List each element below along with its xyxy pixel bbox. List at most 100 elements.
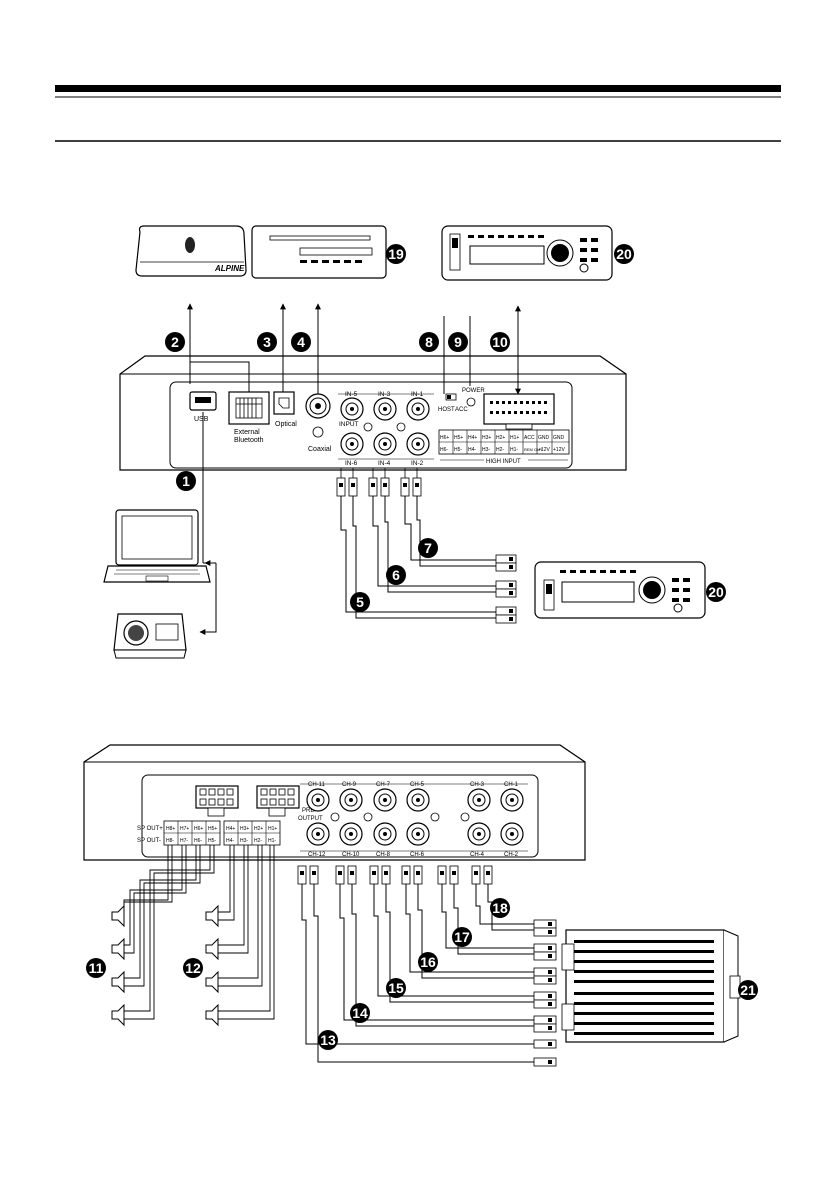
harness-connector[interactable]	[483, 393, 555, 430]
svg-text:6: 6	[392, 567, 400, 583]
rca-jack[interactable]	[500, 822, 524, 846]
ch-label: CH-6	[410, 852, 425, 858]
callout-17: 17	[452, 927, 472, 947]
ground-screw-icon	[430, 812, 440, 822]
sp-label: H4-	[226, 838, 234, 844]
rca-jack[interactable]	[373, 432, 397, 456]
ch-label: CH-8	[376, 852, 391, 858]
callout-11: 11	[86, 958, 106, 978]
svg-text:21: 21	[740, 982, 756, 998]
rca-jack[interactable]	[339, 822, 363, 846]
high-label: +12V	[553, 447, 565, 453]
pre-output-label-line2: OUTPUT	[298, 816, 323, 822]
high-label: H3-	[482, 447, 490, 453]
bluetooth-label-line2: Bluetooth	[234, 437, 264, 444]
ch-label: CH-5	[410, 782, 425, 788]
coaxial-port[interactable]: Coaxial	[305, 393, 332, 453]
sp-label: H8+	[166, 826, 175, 832]
rca-jack[interactable]	[467, 788, 491, 812]
ch-label: CH-3	[470, 782, 485, 788]
callout-3: 3	[257, 332, 277, 352]
svg-text:15: 15	[388, 980, 404, 996]
rca-jack[interactable]	[500, 788, 524, 812]
bluetooth-label-line1: External	[234, 429, 260, 436]
pre-output-label-line1: PRE	[302, 808, 314, 814]
callout-21: 21	[738, 980, 758, 1000]
rca-jack[interactable]	[306, 788, 330, 812]
ch-label: CH-4	[470, 852, 485, 858]
host-acc-switch[interactable]: HOST ACC	[438, 393, 468, 413]
svg-text:20: 20	[708, 584, 724, 600]
svg-text:5: 5	[356, 594, 364, 610]
high-label: H1+	[510, 435, 519, 441]
sp-label: H3-	[240, 838, 248, 844]
coaxial-label: Coaxial	[308, 446, 332, 453]
callout-20b: 20	[706, 582, 726, 602]
rca-jack[interactable]	[373, 822, 397, 846]
optical-port[interactable]: Optical	[273, 391, 297, 428]
speaker-output-connector-left[interactable]	[195, 785, 239, 817]
rca-label-in4: IN-4	[378, 460, 391, 467]
ground-screw-icon	[363, 812, 373, 822]
svg-text:7: 7	[424, 540, 432, 556]
svg-text:8: 8	[425, 334, 433, 350]
callout-5: 5	[350, 592, 370, 612]
svg-text:2: 2	[171, 334, 179, 350]
rca-jack[interactable]	[373, 397, 397, 421]
sp-out-terminal-table: SP OUT+ SP OUT- H8+ H7+ H6+ H5+ H8- H7- …	[137, 820, 281, 846]
header-rules	[55, 85, 781, 142]
callout-badges: 1 2 3 4 5 6 7 8 9 10 11 12 13 14 15 16 1…	[86, 244, 758, 1050]
rca-jack[interactable]	[373, 788, 397, 812]
rca-jack[interactable]	[406, 822, 430, 846]
ch-label: CH-9	[342, 782, 357, 788]
callout-16: 16	[418, 952, 438, 972]
rca-plug-tips-lower	[548, 922, 552, 1064]
sp-out-minus-label: SP OUT-	[137, 838, 161, 844]
ch-label: CH-11	[308, 782, 326, 788]
callout-8: 8	[419, 332, 439, 352]
power-led-icon	[466, 397, 476, 407]
rca-plug-tips-upper	[509, 557, 513, 621]
sp-label: H8-	[166, 838, 174, 844]
high-label: H1-	[510, 447, 518, 453]
rca-jack[interactable]	[467, 822, 491, 846]
sp-label: H1-	[268, 838, 276, 844]
rca-jack[interactable]	[340, 397, 364, 421]
high-label: H2+	[496, 435, 505, 441]
svg-text:1: 1	[182, 473, 190, 489]
speaker-wires	[123, 845, 275, 1020]
callout-6: 6	[386, 565, 406, 585]
callout-19: 19	[386, 244, 406, 264]
sp-label: H2-	[254, 838, 262, 844]
rca-jack[interactable]	[306, 822, 330, 846]
svg-text:9: 9	[454, 334, 462, 350]
rca-jack[interactable]	[340, 432, 364, 456]
acc-label: ACC	[455, 407, 468, 413]
svg-text:4: 4	[297, 334, 305, 350]
rca-jack[interactable]	[406, 432, 430, 456]
usb-port[interactable]: USB	[189, 391, 217, 423]
external-bluetooth-port[interactable]: External Bluetooth	[228, 391, 270, 444]
high-label: +12V	[538, 447, 550, 453]
speaker-output-connector-right[interactable]	[256, 785, 300, 817]
speakers-left	[111, 904, 125, 1027]
callout-1: 1	[176, 471, 196, 491]
brand-logo: ALPINE	[214, 264, 245, 273]
rca-jack[interactable]	[339, 788, 363, 812]
speakers-right	[205, 904, 219, 1027]
high-label: GND	[553, 435, 565, 441]
callout-20a: 20	[614, 244, 634, 264]
rca-plugs-lower	[297, 865, 493, 885]
svg-text:13: 13	[320, 1032, 336, 1048]
rca-jack[interactable]	[406, 397, 430, 421]
rca-input-block: INPUT IN-5 IN-3 IN-1 IN-6 IN-4 IN-2	[338, 391, 434, 467]
high-label: H4-	[468, 447, 476, 453]
ground-screw-icon	[330, 812, 340, 822]
usb-cable	[199, 412, 217, 635]
rca-label-in1: IN-1	[411, 391, 424, 398]
svg-text:12: 12	[185, 960, 201, 976]
bluetooth-led-icon	[185, 237, 195, 253]
rca-jack[interactable]	[406, 788, 430, 812]
amp-terminal-icon	[561, 943, 575, 971]
